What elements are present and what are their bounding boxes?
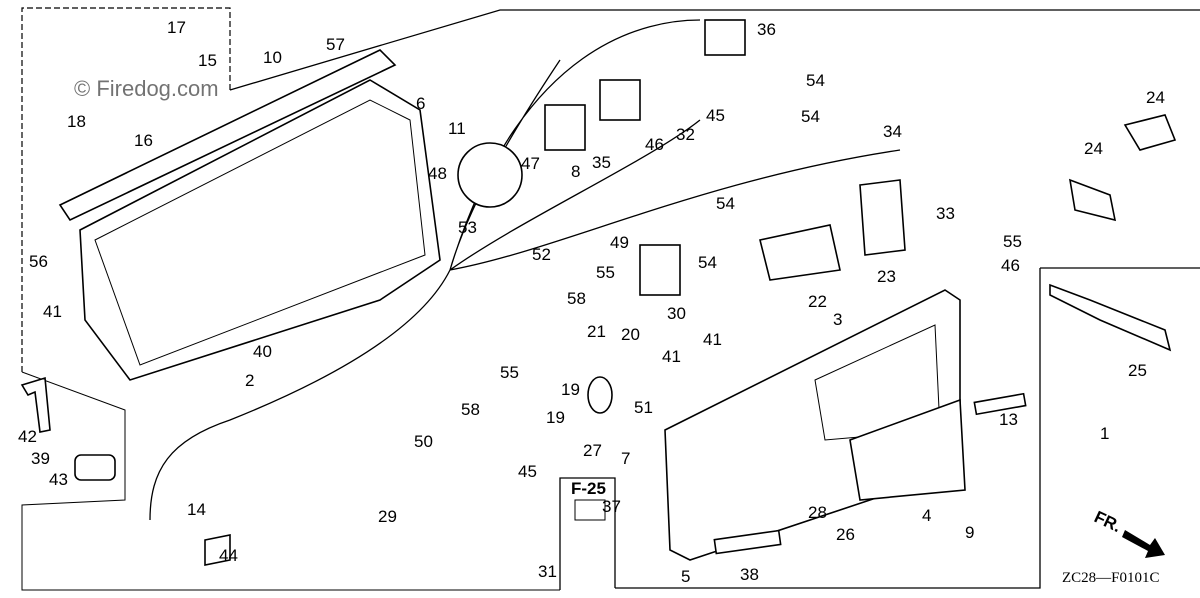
callout-41: 41 [662,347,681,366]
meter-11 [457,142,523,208]
direction-marker: FR. [1091,507,1124,536]
callout-51: 51 [634,398,653,417]
callout-46: 46 [1001,256,1020,275]
callout-54: 54 [698,253,717,272]
callout-43: 43 [49,470,68,489]
module-30 [639,244,681,296]
watermark: © Firedog.com [74,76,219,101]
callout-41: 41 [703,330,722,349]
callout-54: 54 [801,107,820,126]
callout-37: 37 [602,497,621,516]
callout-48: 48 [428,164,447,183]
callout-54: 54 [716,194,735,213]
callout-18: 18 [67,112,86,131]
callout-14: 14 [187,500,206,519]
callout-26: 26 [836,525,855,544]
callout-1: 1 [1100,424,1109,443]
plug-44 [204,534,231,566]
diagram-code: ZC28—F0101C [1062,570,1160,586]
callout-25: 25 [1128,361,1147,380]
callout-56: 56 [29,252,48,271]
wire-harness [149,269,451,521]
callout-57: 57 [326,35,345,54]
callout-24: 24 [1084,139,1103,158]
callout-30: 30 [667,304,686,323]
callout-5: 5 [681,567,690,586]
callout-45: 45 [518,462,537,481]
callout-50: 50 [414,432,433,451]
callout-31: 31 [538,562,557,581]
breaker-36 [704,19,746,56]
callout-55: 55 [500,363,519,382]
callout-19: 19 [561,380,580,399]
callout-3: 3 [833,310,842,329]
receptacle-22 [759,224,841,281]
callout-45: 45 [706,106,725,125]
callout-9: 9 [965,523,974,542]
callout-53: 53 [458,218,477,237]
callout-7: 7 [621,449,630,468]
callout-34: 34 [883,122,902,141]
label-13 [973,392,1027,416]
frame-lines [21,7,1200,591]
gasket [58,49,397,222]
breaker-35 [599,79,641,121]
callout-32: 32 [676,125,695,144]
callout-28: 28 [808,503,827,522]
part-shapes [20,19,1177,566]
callout-22: 22 [808,292,827,311]
clamp-42 [20,376,51,433]
callout-58: 58 [567,289,586,308]
control-box-case [79,79,441,381]
callout-8: 8 [571,162,580,181]
knob-24a [1123,114,1177,151]
sub-panel [849,398,966,501]
callout-41: 41 [43,302,62,321]
callout-13: 13 [999,410,1018,429]
callout-47: 47 [521,154,540,173]
f25-arrow-box [574,499,606,521]
fr-arrow [1122,530,1165,558]
rod [1049,283,1172,352]
callout-29: 29 [378,507,397,526]
callout-2: 2 [245,371,254,390]
callout-6: 6 [416,94,425,113]
callout-42: 42 [18,427,37,446]
cap-43 [74,454,116,481]
callout-36: 36 [757,20,776,39]
knob-24b [1068,178,1117,222]
callout-52: 52 [532,245,551,264]
callout-39: 39 [31,449,50,468]
receptacle-23 [859,179,906,256]
callout-19: 19 [546,408,565,427]
callout-17: 17 [167,18,186,37]
callout-21: 21 [587,322,606,341]
relay-8 [544,104,586,151]
callout-4: 4 [922,506,931,525]
callout-58: 58 [461,400,480,419]
callout-27: 27 [583,441,602,460]
callout-23: 23 [877,267,896,286]
callout-55: 55 [1003,232,1022,251]
callout-20: 20 [621,325,640,344]
callout-44: 44 [219,546,238,565]
callout-10: 10 [263,48,282,67]
callout-16: 16 [134,131,153,150]
callout-35: 35 [592,153,611,172]
callout-40: 40 [253,342,272,361]
callout-55: 55 [596,263,615,282]
fuse-27 [587,376,613,414]
callout-33: 33 [936,204,955,223]
callout-46: 46 [645,135,664,154]
label-38 [713,529,782,555]
callout-54: 54 [806,71,825,90]
reference-box-label: F-25 [571,479,606,498]
callout-15: 15 [198,51,217,70]
callout-24: 24 [1146,88,1165,107]
callout-49: 49 [610,233,629,252]
callout-11: 11 [448,119,466,138]
callout-38: 38 [740,565,759,584]
